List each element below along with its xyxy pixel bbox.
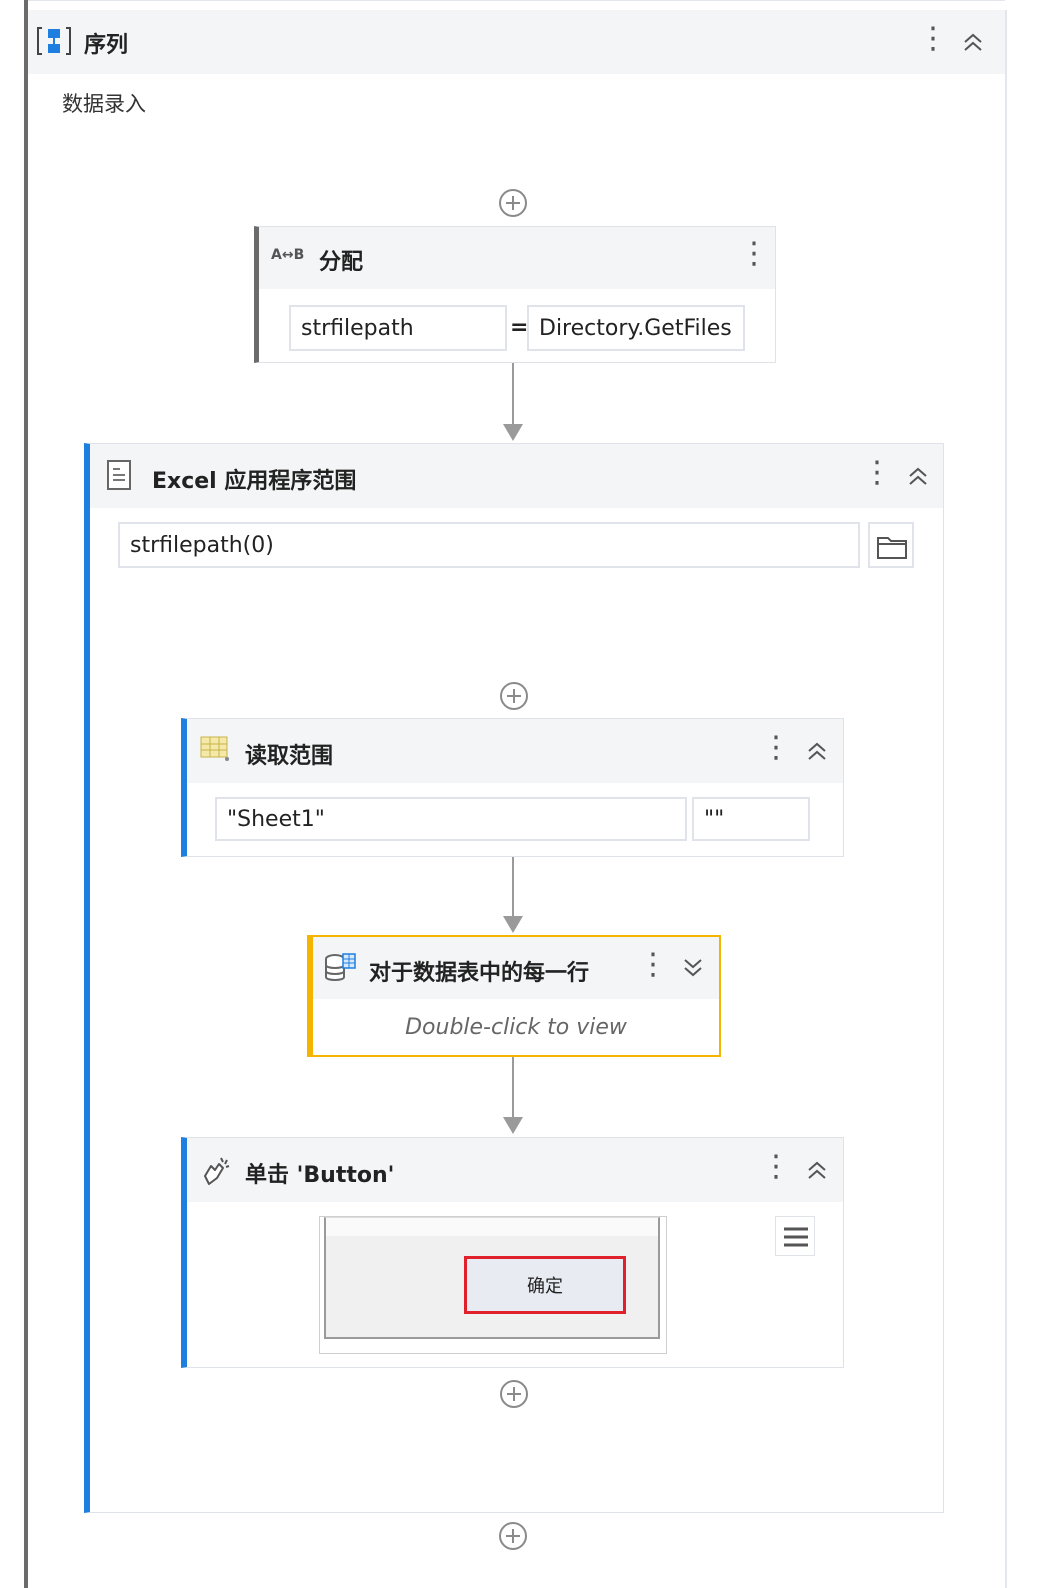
sequence-title: 序列 (84, 33, 129, 58)
click-title: 单击 'Button' (245, 1163, 395, 1188)
browse-folder-button[interactable] (868, 522, 914, 568)
hamburger-menu-icon (784, 1227, 808, 1247)
add-activity-plus-icon[interactable] (497, 1520, 529, 1552)
read-range-header[interactable] (187, 719, 843, 783)
for-each-row-expand-icon[interactable] (681, 956, 705, 980)
connector-arrow-icon (503, 1117, 523, 1134)
add-activity-plus-icon[interactable] (498, 1378, 530, 1410)
assign-activity[interactable]: A↔B 分配 ⋮ strfilepath = Directory.GetFile… (254, 226, 776, 363)
connector-arrow-icon (503, 916, 523, 933)
dialog-capture: 确定 (324, 1217, 660, 1339)
sequence-display-name[interactable]: 数据录入 (62, 92, 146, 116)
read-range-activity[interactable]: 读取范围 ⋮ "Sheet1" "" (181, 718, 844, 857)
read-range-more-icon[interactable]: ⋮ (761, 730, 791, 765)
for-each-row-title: 对于数据表中的每一行 (369, 961, 590, 986)
read-range-title: 读取范围 (245, 744, 334, 769)
assign-header[interactable] (259, 227, 775, 289)
excel-scope-more-icon[interactable]: ⋮ (862, 455, 892, 490)
sequence-right-border (1005, 10, 1007, 1588)
excel-file-icon (107, 460, 131, 490)
assign-value-field[interactable]: Directory.GetFiles (527, 305, 745, 351)
for-each-row-activity[interactable]: 对于数据表中的每一行 ⋮ Double-click to view (307, 935, 721, 1057)
read-range-collapse-icon[interactable] (805, 739, 829, 763)
click-header[interactable] (187, 1138, 843, 1202)
confirm-button-capture: 确定 (464, 1256, 626, 1314)
connector-arrow-icon (503, 424, 523, 441)
sequence-collapse-icon[interactable] (961, 30, 985, 54)
assign-more-icon[interactable]: ⋮ (739, 236, 769, 271)
excel-scope-header[interactable] (90, 444, 943, 508)
click-pointer-icon (204, 1157, 230, 1185)
sequence-top-edge (28, 0, 1005, 10)
excel-scope-title: Excel 应用程序范围 (152, 469, 357, 494)
assign-equals-sign: = (510, 315, 529, 340)
sequence-header[interactable]: 序列 ⋮ (28, 10, 1005, 74)
connector-line (512, 1057, 514, 1121)
add-activity-plus-icon[interactable] (497, 187, 529, 219)
assign-icon: A↔B (271, 247, 305, 263)
for-each-row-more-icon[interactable]: ⋮ (638, 947, 668, 982)
dialog-capture-titlebar (326, 1218, 658, 1236)
for-each-row-header[interactable] (313, 937, 719, 999)
assign-title: 分配 (319, 250, 364, 275)
sequence-more-icon[interactable]: ⋮ (918, 21, 948, 56)
double-click-hint: Double-click to view (405, 1015, 627, 1040)
sequence-icon (37, 27, 71, 55)
target-screenshot-preview[interactable]: 确定 (319, 1216, 667, 1354)
folder-icon (877, 537, 907, 559)
click-collapse-icon[interactable] (805, 1158, 829, 1182)
connector-line (512, 363, 514, 428)
assign-to-field[interactable]: strfilepath (289, 305, 507, 351)
read-range-icon (200, 736, 229, 761)
add-activity-plus-icon[interactable] (498, 680, 530, 712)
connector-line (512, 857, 514, 920)
sequence-left-border (24, 0, 28, 1588)
click-more-icon[interactable]: ⋮ (761, 1149, 791, 1184)
click-activity[interactable]: 单击 'Button' ⋮ 确定 (181, 1137, 844, 1368)
excel-scope-collapse-icon[interactable] (906, 464, 930, 488)
sheet-name-field[interactable]: "Sheet1" (215, 797, 687, 841)
range-field[interactable]: "" (692, 797, 810, 841)
workbook-path-field[interactable]: strfilepath(0) (118, 522, 860, 568)
database-table-icon (325, 953, 356, 981)
target-options-button[interactable] (775, 1216, 815, 1256)
